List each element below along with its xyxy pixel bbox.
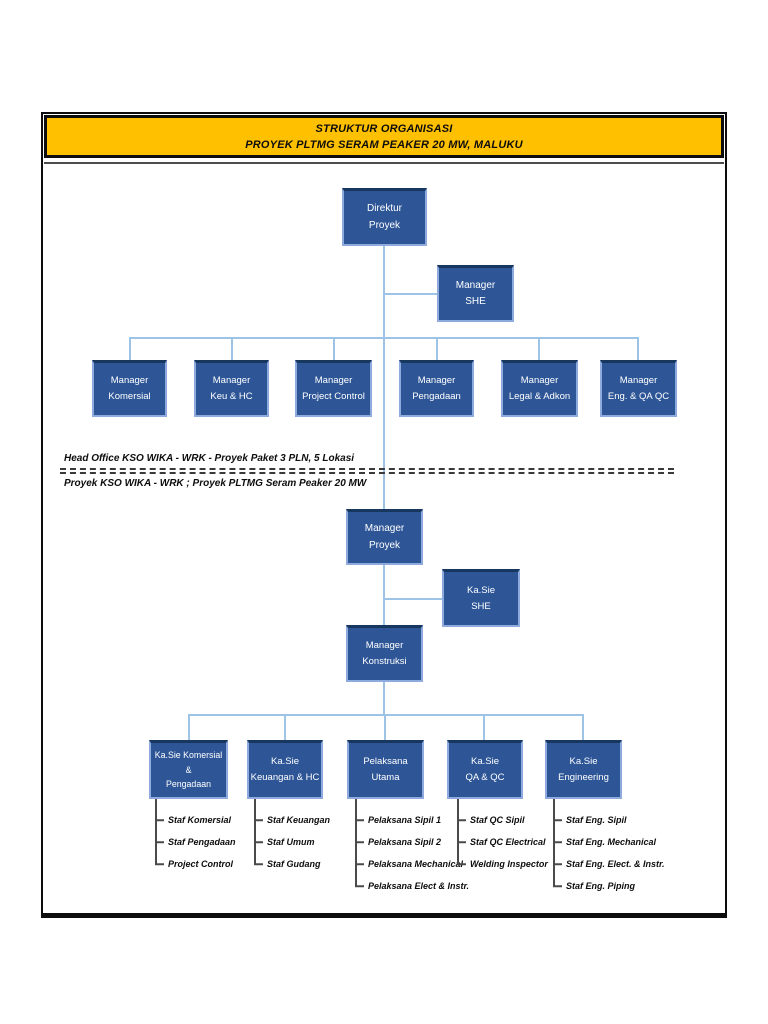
staff-item: Staf Keuangan bbox=[254, 809, 372, 831]
box-manager-project-control: Manager Project Control bbox=[295, 360, 372, 417]
staff-item: Staf Pengadaan bbox=[155, 831, 273, 853]
connector-stub bbox=[384, 714, 386, 740]
staff-item: Pelaksana Sipil 1 bbox=[355, 809, 473, 831]
connector-stub bbox=[538, 337, 540, 360]
connector-stub bbox=[483, 714, 485, 740]
staff-item: Project Control bbox=[155, 853, 273, 875]
staff-item: Staf Eng. Sipil bbox=[553, 809, 671, 831]
staff-list-keuangan-hc: Staf Keuangan Staf Umum Staf Gudang bbox=[254, 799, 372, 875]
staff-list-komersial-pengadaan: Staf Komersial Staf Pengadaan Project Co… bbox=[155, 799, 273, 875]
box-manager-komersial: Manager Komersial bbox=[92, 360, 167, 417]
connector-head-office-row bbox=[129, 337, 639, 339]
staff-item: Staf Eng. Elect. & Instr. bbox=[553, 853, 671, 875]
staff-item: Staf QC Electrical bbox=[457, 831, 575, 853]
box-pelaksana-utama: Pelaksana Utama bbox=[347, 740, 424, 799]
connector-proyek-konstruksi bbox=[383, 565, 385, 625]
staff-item: Pelaksana Elect & Instr. bbox=[355, 875, 473, 897]
box-kasie-engineering: Ka.Sie Engineering bbox=[545, 740, 622, 799]
connector-stub bbox=[188, 714, 190, 740]
staff-item: Welding Inspector bbox=[457, 853, 575, 875]
chart-title: STRUKTUR ORGANISASI bbox=[315, 122, 453, 135]
divider-dashed-line bbox=[60, 468, 674, 474]
staff-item: Pelaksana Mechanical bbox=[355, 853, 473, 875]
box-direktur-proyek: Direktur Proyek bbox=[342, 188, 427, 246]
staff-item: Staf QC Sipil bbox=[457, 809, 575, 831]
divider-proyek-label: Proyek KSO WIKA - WRK ; Proyek PLTMG Ser… bbox=[64, 478, 367, 489]
chart-title-banner: STRUKTUR ORGANISASI PROYEK PLTMG SERAM P… bbox=[44, 115, 724, 158]
staff-item: Staf Umum bbox=[254, 831, 372, 853]
connector-manager-she-branch bbox=[383, 293, 437, 295]
box-kasie-keuangan-hc: Ka.Sie Keuangan & HC bbox=[247, 740, 323, 799]
connector-site-row bbox=[188, 714, 584, 716]
box-kasie-komersial-pengadaan: Ka.Sie Komersial & Pengadaan bbox=[149, 740, 228, 799]
box-manager-she: Manager SHE bbox=[437, 265, 514, 322]
connector-kasie-she-branch bbox=[383, 598, 442, 600]
chart-subtitle: PROYEK PLTMG SERAM PEAKER 20 MW, MALUKU bbox=[245, 138, 523, 151]
connector-stub bbox=[582, 714, 584, 740]
connector-stub bbox=[436, 337, 438, 360]
staff-item: Staf Eng. Piping bbox=[553, 875, 671, 897]
divider-head-office-label: Head Office KSO WIKA - WRK - Proyek Pake… bbox=[64, 453, 355, 464]
connector-stub bbox=[284, 714, 286, 740]
connector-stub bbox=[129, 337, 131, 360]
connector-konstruksi-row bbox=[383, 682, 385, 714]
staff-item: Staf Komersial bbox=[155, 809, 273, 831]
connector-stub bbox=[333, 337, 335, 360]
box-kasie-qa-qc: Ka.Sie QA & QC bbox=[447, 740, 523, 799]
banner-divider-line bbox=[44, 162, 724, 164]
connector-center-top bbox=[383, 246, 385, 509]
connector-stub bbox=[637, 337, 639, 360]
staff-list-engineering: Staf Eng. Sipil Staf Eng. Mechanical Sta… bbox=[553, 799, 671, 897]
box-manager-proyek: Manager Proyek bbox=[346, 509, 423, 565]
box-manager-eng-qaqc: Manager Eng. & QA QC bbox=[600, 360, 677, 417]
box-manager-legal-adkon: Manager Legal & Adkon bbox=[501, 360, 578, 417]
staff-item: Pelaksana Sipil 2 bbox=[355, 831, 473, 853]
connector-stub bbox=[231, 337, 233, 360]
staff-list-qa-qc: Staf QC Sipil Staf QC Electrical Welding… bbox=[457, 799, 575, 875]
org-chart-page: STRUKTUR ORGANISASI PROYEK PLTMG SERAM P… bbox=[41, 112, 727, 918]
staff-list-pelaksana: Pelaksana Sipil 1 Pelaksana Sipil 2 Pela… bbox=[355, 799, 473, 897]
staff-item: Staf Eng. Mechanical bbox=[553, 831, 671, 853]
box-manager-keu-hc: Manager Keu & HC bbox=[194, 360, 269, 417]
box-manager-pengadaan: Manager Pengadaan bbox=[399, 360, 474, 417]
staff-item: Staf Gudang bbox=[254, 853, 372, 875]
box-kasie-she: Ka.Sie SHE bbox=[442, 569, 520, 627]
box-manager-konstruksi: Manager Konstruksi bbox=[346, 625, 423, 682]
